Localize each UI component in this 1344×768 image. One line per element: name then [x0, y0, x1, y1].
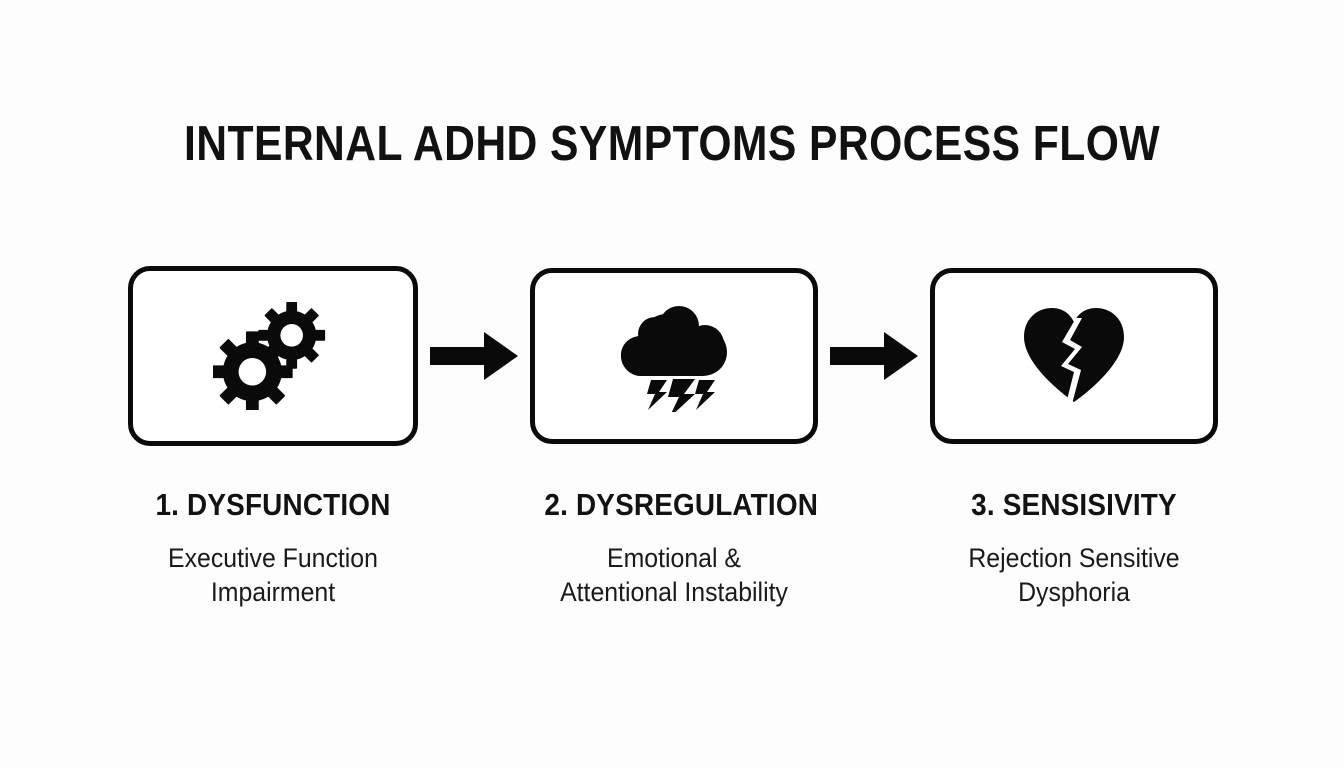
step-caption-2: 2. DYSREGULATION Emotional & Attentional…	[530, 488, 818, 609]
storm-cloud-lightning-icon	[614, 296, 734, 416]
step-heading-3: 3. SENSISIVITY	[971, 487, 1177, 522]
step-caption-1: 1. DYSFUNCTION Executive Function Impair…	[128, 488, 418, 609]
broken-heart-icon	[1014, 296, 1134, 416]
step-box-1[interactable]	[128, 266, 418, 446]
step-description-1: Executive Function Impairment	[168, 543, 378, 607]
step-box-2[interactable]	[530, 268, 818, 444]
right-arrow-icon-2	[829, 328, 919, 384]
step-description-3: Rejection Sensitive Dysphoria	[968, 543, 1180, 607]
caption-row: 1. DYSFUNCTION Executive Function Impair…	[128, 488, 1218, 609]
step-heading-1: 1. DYSFUNCTION	[155, 487, 391, 522]
step-caption-3: 3. SENSISIVITY Rejection Sensitive Dysph…	[930, 488, 1218, 609]
step-heading-2: 2. DYSREGULATION	[544, 487, 819, 522]
step-description-2: Emotional & Attentional Instability	[560, 543, 788, 607]
page-title: INTERNAL ADHD SYMPTOMS PROCESS FLOW	[183, 117, 1161, 171]
flow-row	[128, 266, 1218, 446]
step-box-3[interactable]	[930, 268, 1218, 444]
right-arrow-icon-1	[429, 328, 519, 384]
gears-icon	[213, 296, 333, 416]
